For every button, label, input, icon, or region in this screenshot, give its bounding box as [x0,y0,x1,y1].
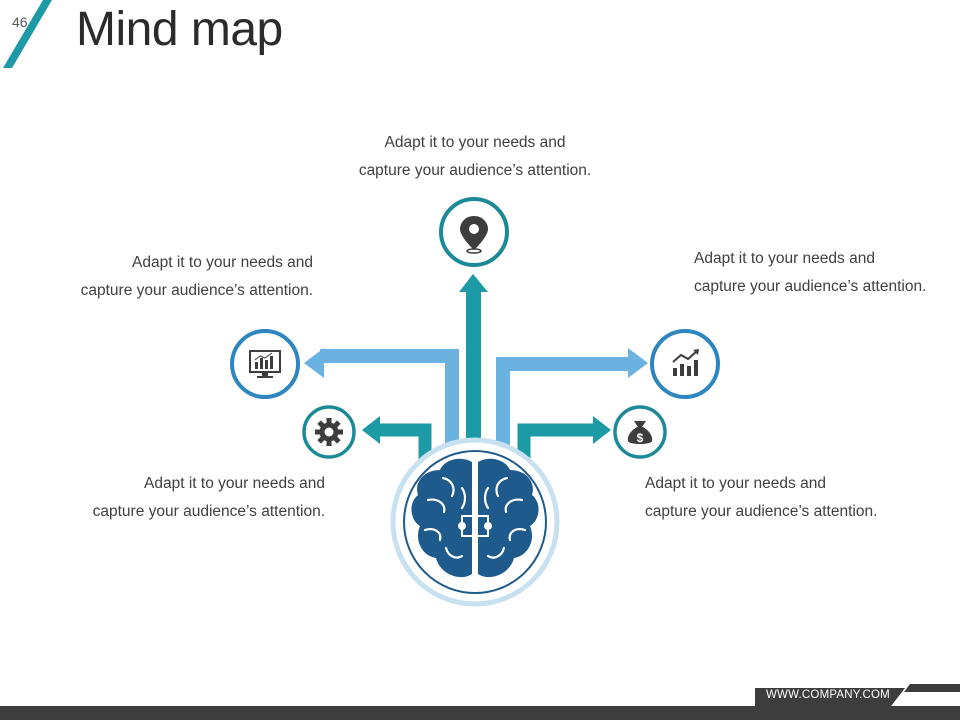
node-top-text: Adapt it to your needs and capture your … [354,129,596,185]
node-upper-right-circle [650,329,720,399]
node-lower-right-line1: Adapt it to your needs and [645,475,826,492]
node-lower-left-circle [302,405,356,459]
connector-top [466,288,481,458]
brain-circuit [458,515,492,537]
footer-url[interactable]: WWW.COMPANY.COM [766,689,890,701]
center-brain-node [390,437,560,607]
node-upper-left-line2: capture your audience’s attention. [80,282,313,299]
node-upper-right-line1: Adapt it to your needs and [694,250,875,267]
node-lower-left-text: Adapt it to your needs and capture your … [82,470,325,526]
node-upper-left-circle [230,329,300,399]
monitor-chart-icon [249,350,281,378]
node-lower-left-line2: capture your audience’s attention. [92,503,325,520]
slide-number: 46 [12,14,28,30]
node-top-line2: capture your audience’s attention. [358,162,592,179]
growth-chart-icon [672,349,699,376]
footer-accent-stripe [904,684,960,692]
node-lower-left-line1: Adapt it to your needs and [144,475,325,492]
arrowhead-lower-left [362,416,380,444]
money-bag-icon: $ [627,421,653,445]
page-title: Mind map [76,3,283,56]
location-pin-icon [460,216,488,254]
node-lower-right-text: Adapt it to your needs and capture your … [645,470,877,526]
header-slash-accent [3,0,52,68]
brain-fold-lines [423,476,527,559]
node-lower-right-line2: capture your audience’s attention. [645,503,878,520]
node-top-circle [439,197,509,267]
footer-url-tab [755,688,905,714]
node-upper-left-line1: Adapt it to your needs and [132,254,313,271]
node-upper-right-line2: capture your audience’s attention. [694,278,927,295]
arrowhead-lower-right [593,416,611,444]
node-lower-right-circle: $ [613,405,667,459]
arrowhead-top [459,274,488,292]
gear-icon [315,418,343,446]
arrowhead-upper-right [628,348,648,378]
footer-bar [0,706,960,720]
node-top-line1: Adapt it to your needs and [384,134,566,151]
connector-upper-right [496,357,632,455]
brain-icon [411,458,539,578]
svg-text:$: $ [637,431,644,445]
node-upper-right-text: Adapt it to your needs and capture your … [694,245,926,301]
connector-upper-left [320,349,459,455]
node-upper-left-text: Adapt it to your needs and capture your … [70,249,313,305]
connector-lower-left [376,423,432,465]
connector-lower-right [517,423,597,465]
arrowhead-upper-left [304,348,324,378]
